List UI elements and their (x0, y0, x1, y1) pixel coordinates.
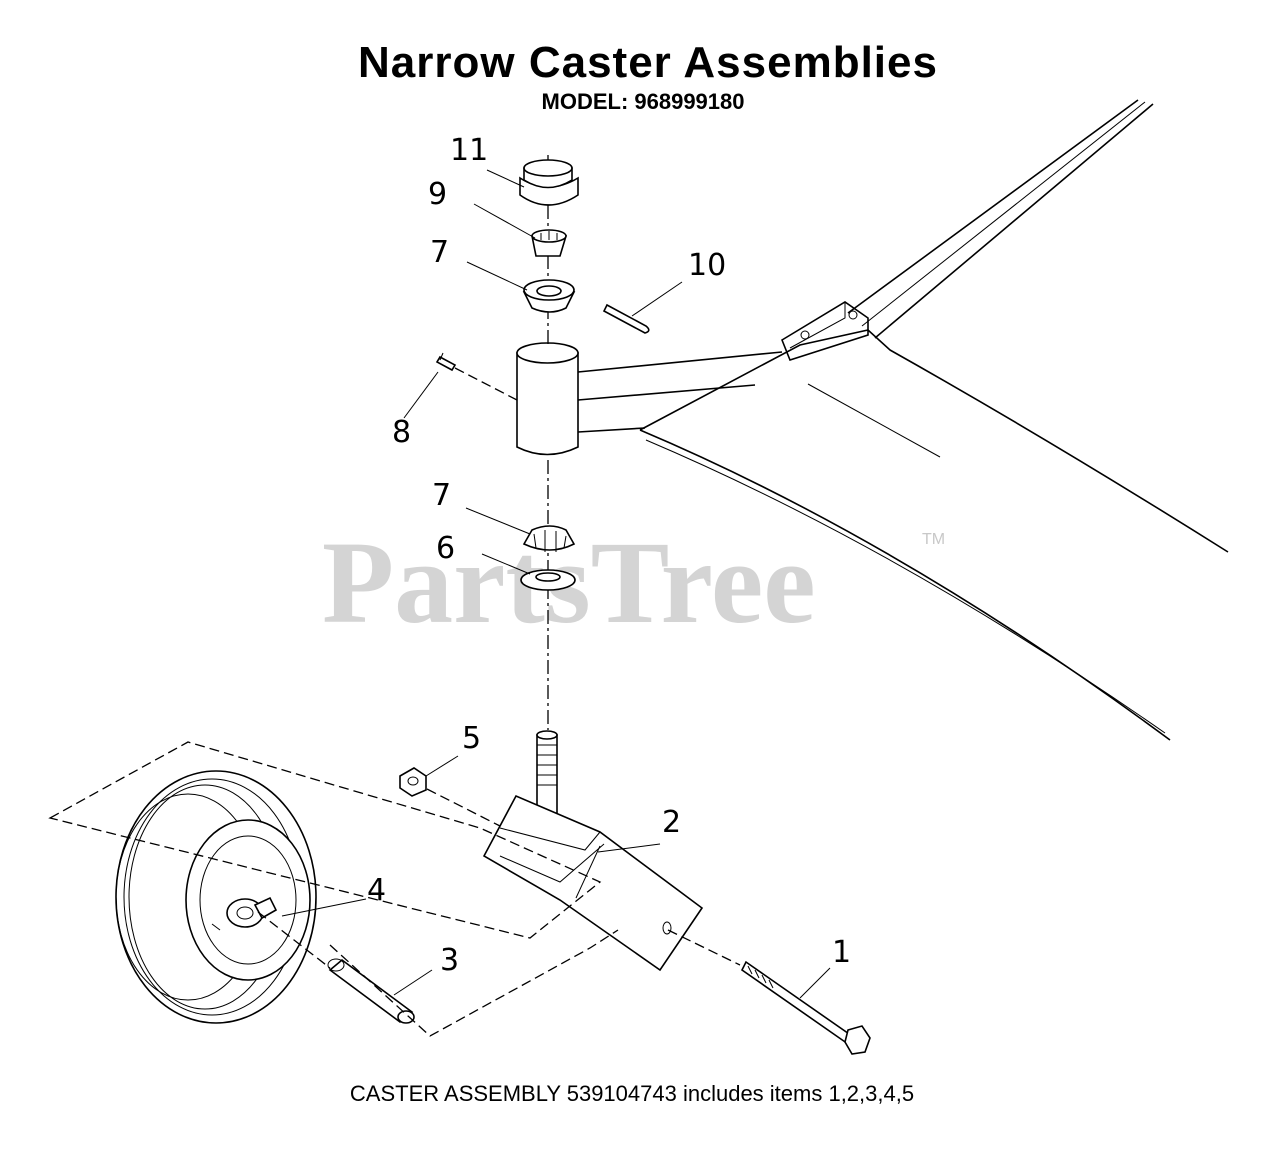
callout-3: 3 (440, 943, 459, 978)
cotter-pin (602, 303, 650, 334)
callout-4: 4 (367, 873, 386, 908)
callout-9: 9 (428, 177, 447, 212)
locknut-leader (426, 788, 501, 827)
grease-fitting (435, 352, 457, 372)
diagram-title: Narrow Caster Assemblies (358, 38, 938, 87)
grease-fitting-leader (454, 367, 518, 401)
callout-11: 11 (450, 133, 488, 168)
axle-spacer (327, 958, 415, 1024)
locknut (399, 767, 427, 797)
callout-10: 10 (688, 248, 726, 283)
callout-7-lower: 7 (432, 478, 451, 513)
bolt-leader (667, 929, 741, 966)
spindle-housing (516, 342, 579, 456)
callout-leaders (281, 169, 831, 999)
caster-wheel (115, 770, 317, 1024)
callout-1: 1 (832, 935, 851, 970)
watermark: PartsTree TM (322, 517, 945, 648)
watermark-trademark: TM (922, 531, 945, 548)
assembly-outline-upper (48, 741, 602, 939)
callout-7-upper: 7 (430, 235, 449, 270)
deck-frame (577, 99, 1229, 741)
model-number: MODEL: 968999180 (541, 89, 745, 114)
callout-6: 6 (436, 531, 455, 566)
axle-bolt (740, 960, 871, 1055)
bearing-cone-upper (522, 279, 576, 313)
bearing-cone-lower (522, 525, 576, 552)
castle-nut (531, 229, 568, 257)
dust-cap (519, 159, 579, 206)
callout-5: 5 (462, 721, 481, 756)
assembly-note: CASTER ASSEMBLY 539104743 includes items… (349, 1081, 915, 1106)
axle-center-line (257, 911, 331, 969)
caster-fork (482, 730, 704, 972)
callout-8: 8 (392, 415, 411, 450)
assembly-outline-lower (329, 929, 619, 1037)
thrust-washer (520, 569, 576, 591)
callout-2: 2 (662, 805, 681, 840)
